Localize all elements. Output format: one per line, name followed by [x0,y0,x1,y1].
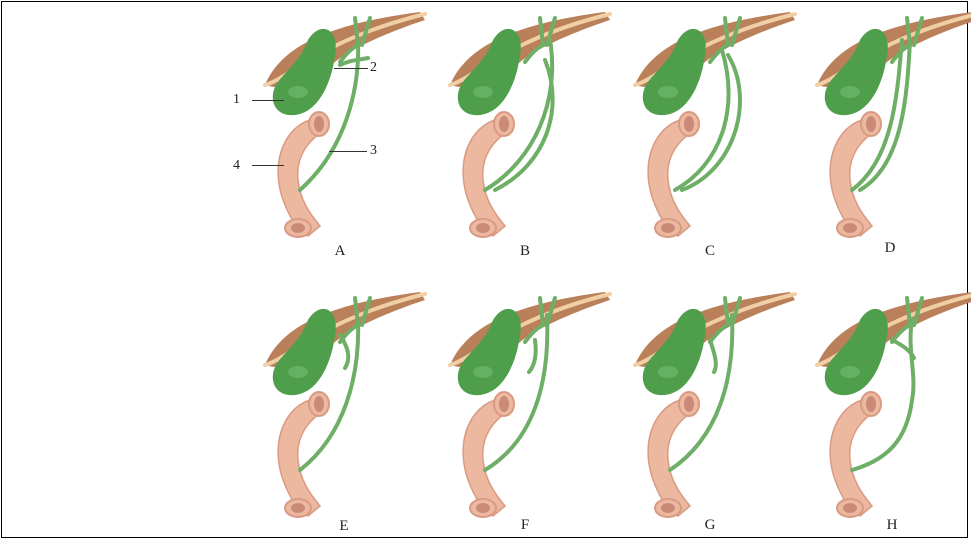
leader-line-accessory-duct [329,151,367,152]
duodenum-lower-lumen [291,223,305,233]
duodenum-lower-lumen [843,503,857,513]
duodenum-shape [278,400,328,516]
duodenum-shape [648,400,698,516]
panel-label-d: D [870,240,910,257]
duodenum-shape [278,120,328,236]
duodenum-upper-lumen [499,116,509,132]
panel-label-b: B [505,243,545,260]
duodenum-lower-lumen [843,223,857,233]
panel-e: E [240,280,440,540]
duodenum-upper-lumen [314,116,324,132]
duodenum-lower-lumen [661,503,675,513]
part-label-gallbladder: 1 [233,92,240,108]
panel-label-f: F [505,517,545,534]
panel-a-illustration [240,0,440,260]
gallbladder-highlight [840,86,860,98]
panel-f-illustration [425,280,625,540]
panel-label-e: E [324,518,364,535]
leader-line-duodenum [252,165,284,166]
gallbladder-highlight [288,86,308,98]
panel-c: C [610,0,810,260]
part-label-accessory-duct: 3 [370,143,377,159]
part-label-duodenum: 4 [233,158,240,174]
duodenum-upper-lumen [684,396,694,412]
duodenum-lower-lumen [291,503,305,513]
duodenum-lower-lumen [476,223,490,233]
panel-g-illustration [610,280,810,540]
gallbladder-highlight [288,366,308,378]
panel-e-illustration [240,280,440,540]
duodenum-upper-lumen [499,396,509,412]
duodenum-upper-lumen [866,116,876,132]
leader-line-hepatic-duct [334,68,368,69]
panel-a: A [240,0,440,260]
duodenum-upper-lumen [314,396,324,412]
panel-c-illustration [610,0,810,260]
duct-variant-2 [529,340,536,372]
panel-label-g: G [690,517,730,534]
panel-label-c: C [690,243,730,260]
duodenum-lower-lumen [476,503,490,513]
duct-variant-2 [340,335,348,368]
duodenum-lower-lumen [661,223,675,233]
gallbladder-highlight [658,366,678,378]
part-label-hepatic-duct: 2 [370,60,377,76]
gallbladder-highlight [658,86,678,98]
panel-f: F [425,280,625,540]
panel-label-a: A [320,243,360,260]
duodenum-upper-lumen [684,116,694,132]
panel-b-illustration [425,0,625,260]
panel-d: D [792,0,971,260]
panel-h: H [792,280,971,540]
duodenum-upper-lumen [866,396,876,412]
duodenum-shape [463,400,513,516]
gallbladder-highlight [473,366,493,378]
gallbladder-highlight [473,86,493,98]
panel-d-illustration [792,0,971,260]
duct-variant-2 [710,340,716,372]
leader-line-gallbladder [252,100,284,101]
duodenum-shape [463,120,513,236]
duodenum-shape [830,400,880,516]
panel-label-h: H [872,517,912,534]
panel-b: B [425,0,625,260]
panel-h-illustration [792,280,971,540]
gallbladder-highlight [840,366,860,378]
panel-g: G [610,280,810,540]
